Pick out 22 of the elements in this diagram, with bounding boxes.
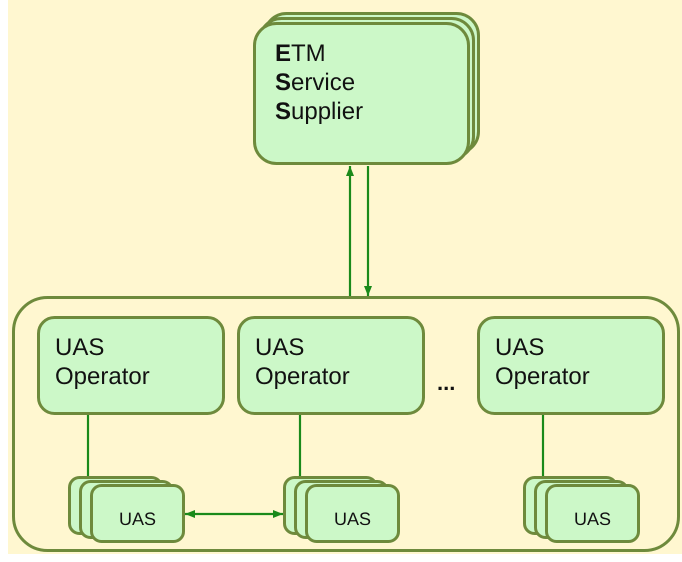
node-label: UAS: [572, 509, 612, 531]
connector-line: [542, 415, 544, 476]
stacked-box: [523, 476, 640, 543]
stacked-box: [283, 476, 400, 543]
node-label: UAS: [118, 509, 157, 531]
node-label: UAS Operator: [495, 334, 591, 392]
group-container: [12, 296, 680, 552]
stacked-box: [253, 12, 481, 166]
process-box: [237, 316, 425, 415]
arrow: [346, 166, 354, 296]
process-box: [477, 316, 665, 415]
node-label: UAS Operator: [255, 334, 351, 392]
node-label: UAS: [332, 509, 372, 531]
node-label: ETM Service Supplier: [275, 40, 364, 126]
connector-line: [86, 415, 90, 476]
arrow: [364, 166, 372, 296]
stacked-box: [68, 476, 185, 543]
connector-line: [298, 415, 302, 476]
process-box: [37, 316, 225, 415]
node-label: UAS Operator: [55, 334, 151, 392]
arrow: [185, 510, 283, 518]
ellipsis-label: ...: [437, 370, 456, 396]
